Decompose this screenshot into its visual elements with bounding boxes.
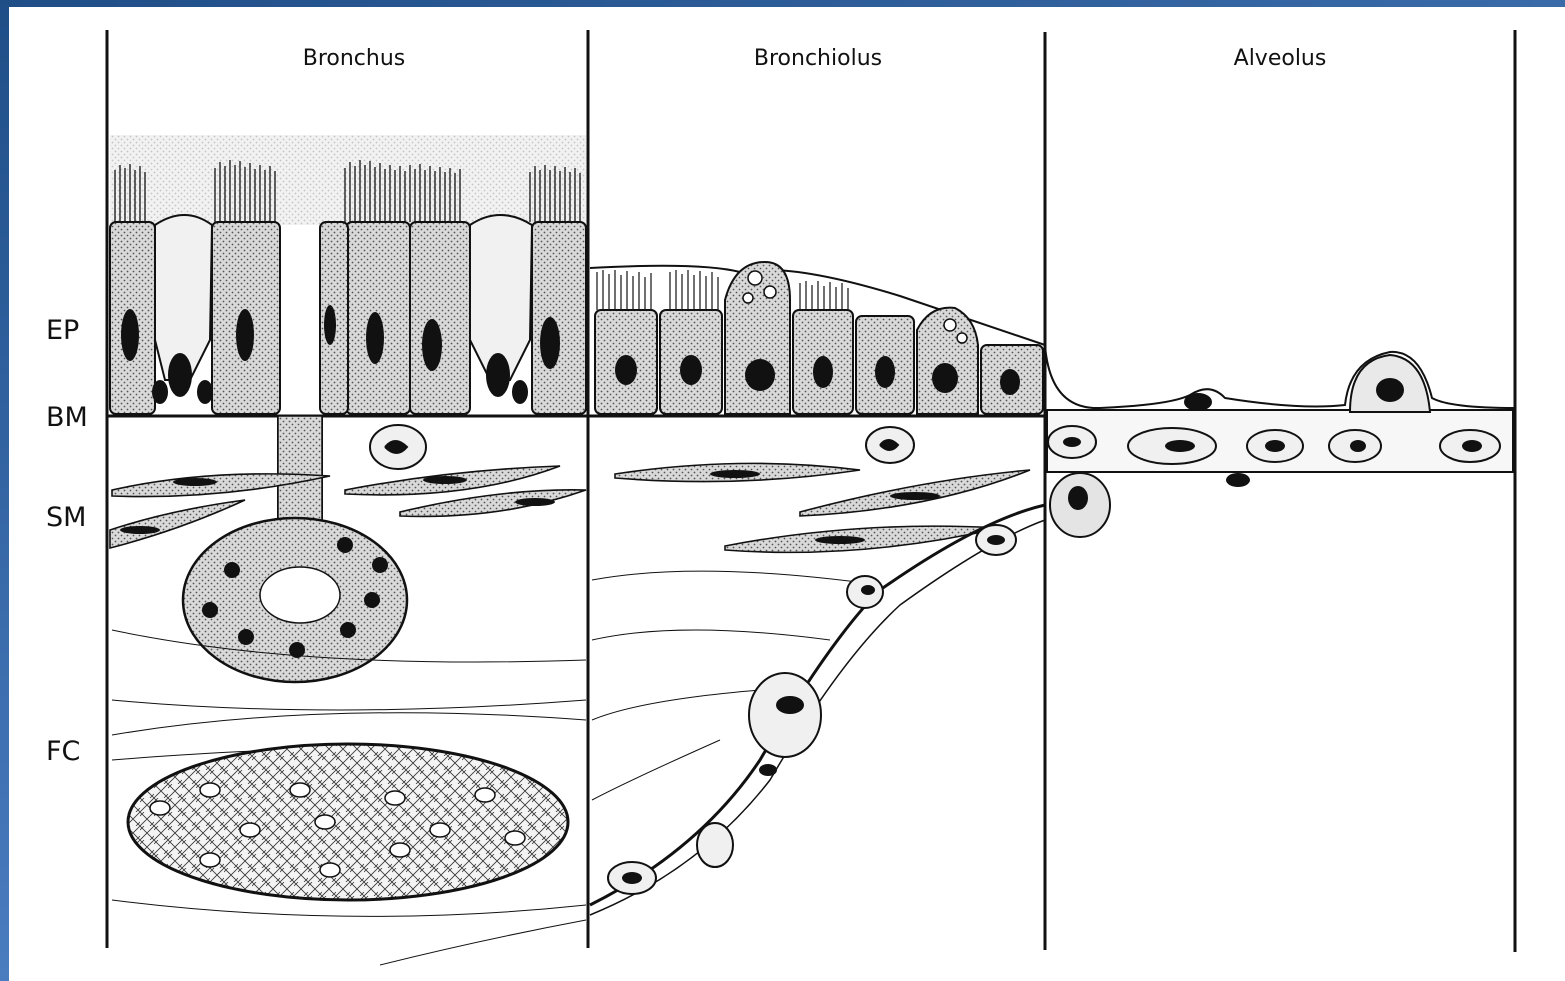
layer-label-ep: EP <box>46 315 106 346</box>
cuboidal-cells <box>595 262 1043 414</box>
submucosal-gland <box>183 518 407 682</box>
capillary <box>866 427 914 463</box>
region-title-alveolus: Alveolus <box>1130 46 1430 71</box>
capillary <box>370 425 426 469</box>
cilia <box>597 270 848 310</box>
bronchus-section <box>108 135 588 965</box>
region-title-bronchus: Bronchus <box>204 46 504 71</box>
alveolar-surface <box>1045 345 1515 408</box>
layer-label-sm: SM <box>46 502 106 533</box>
fibrocartilage <box>128 744 568 900</box>
alveolus-section <box>1045 345 1515 537</box>
region-title-bronchiolus: Bronchiolus <box>668 46 968 71</box>
layer-label-bm: BM <box>46 402 106 433</box>
layer-label-fc: FC <box>46 736 106 767</box>
bronchiolus-section <box>588 262 1045 915</box>
connective-fibers <box>592 571 880 800</box>
vessel-cells <box>608 525 1016 894</box>
mucus-layer <box>110 135 586 225</box>
